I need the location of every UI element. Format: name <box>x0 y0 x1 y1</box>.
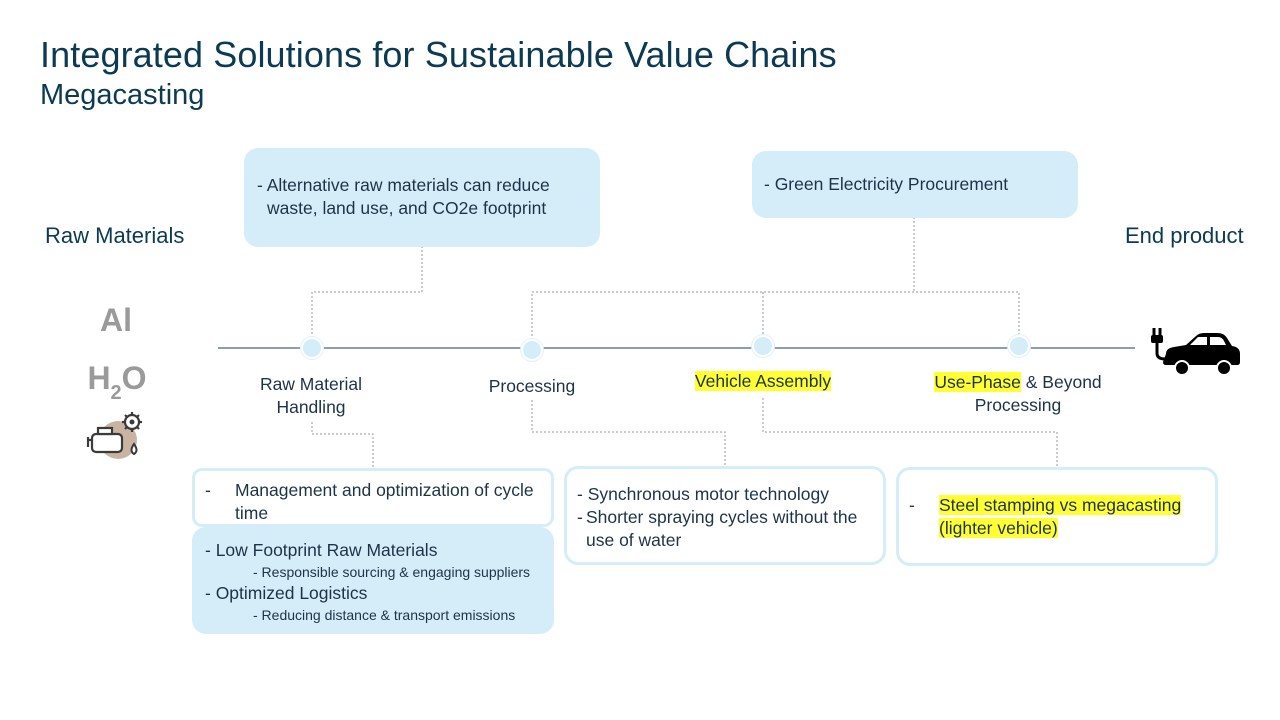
connector-megacasting <box>762 398 1058 467</box>
cycle-time-dash: - <box>205 480 211 500</box>
low-footprint-box: - Low Footprint Raw Materials - Responsi… <box>192 527 554 634</box>
connector-green-branch <box>531 291 1020 340</box>
stage-use-phase: Use-Phase & Beyond Processing <box>934 372 1102 415</box>
megacasting-dash: - <box>909 495 915 515</box>
spraying-dash: - <box>577 507 583 527</box>
synchronous-motor-item: - Synchronous motor technology <box>577 484 829 504</box>
processing-box: - Synchronous motor technology - Shorter… <box>564 466 886 565</box>
water-symbol: H2O <box>87 360 147 404</box>
connector-alt-raw <box>311 246 423 340</box>
engine-gear-icon <box>86 412 142 459</box>
connector-processing <box>531 400 726 466</box>
green-electricity-box: - Green Electricity Procurement <box>752 151 1078 218</box>
stage-raw-material-handling: Raw Material Handling <box>259 374 363 417</box>
page-subtitle: Megacasting <box>40 79 205 111</box>
page-title: Integrated Solutions for Sustainable Val… <box>40 34 837 75</box>
end-product-label: End product <box>1125 223 1244 248</box>
stage-dot-use-phase <box>1008 335 1030 357</box>
alt-raw-materials-text: - Alternative raw materials can reduce w… <box>257 175 550 218</box>
reducing-distance-item: - Reducing distance & transport emission… <box>253 607 516 623</box>
spraying-cycles-item: Shorter spraying cycles without the use … <box>586 507 858 550</box>
optimized-logistics-item: - Optimized Logistics <box>205 583 368 603</box>
stage-vehicle-assembly: Vehicle Assembly <box>694 371 832 391</box>
cycle-time-box: - Management and optimization of cycle t… <box>192 468 554 527</box>
raw-materials-label: Raw Materials <box>45 223 185 248</box>
electric-car-icon <box>1151 328 1240 376</box>
cycle-time-text: Management and optimization of cycle tim… <box>235 480 534 523</box>
green-electricity-text: - Green Electricity Procurement <box>764 174 1009 194</box>
low-footprint-item: - Low Footprint Raw Materials <box>205 540 438 560</box>
stage-processing: Processing <box>488 376 576 396</box>
stage-dot-processing <box>521 339 543 361</box>
alt-raw-materials-box: - Alternative raw materials can reduce w… <box>244 148 600 247</box>
megacasting-text: Steel stamping vs megacasting (lighter v… <box>939 495 1182 538</box>
aluminium-symbol: Al <box>100 302 132 338</box>
megacasting-box: - Steel stamping vs megacasting (lighter… <box>896 467 1218 566</box>
responsible-sourcing-item: - Responsible sourcing & engaging suppli… <box>253 564 531 580</box>
stage-dot-raw-material <box>301 337 323 359</box>
stage-dot-vehicle-assembly <box>752 335 774 357</box>
connector-cycle-time <box>311 422 374 468</box>
